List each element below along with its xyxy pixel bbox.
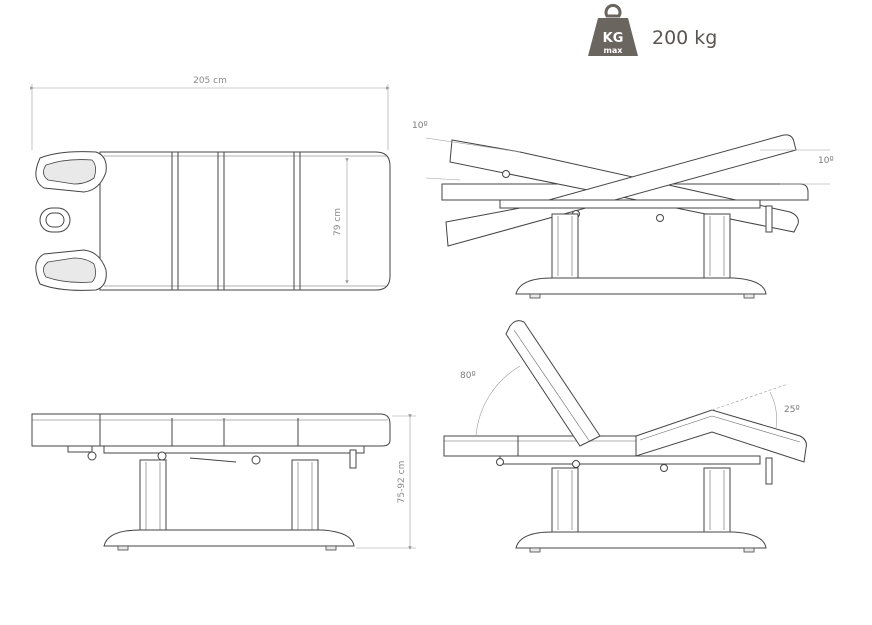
- width-dimension-label: 79 cm: [333, 208, 343, 236]
- weight-unit-label: KG: [603, 31, 624, 46]
- side-view: 75-92 cm: [31, 413, 416, 551]
- tilt-view: 10º 10º: [412, 121, 834, 299]
- top-view: 205 cm 79 cm: [30, 76, 391, 291]
- tilt-angle-right-label: 10º: [818, 156, 834, 166]
- height-dimension-label: 75-92 cm: [397, 461, 407, 504]
- weight-kg-icon: KG max: [588, 3, 638, 56]
- weight-badge: KG max 200 kg: [588, 3, 717, 56]
- weight-capacity: 200 kg: [652, 27, 717, 49]
- leg-angle-label: 25º: [784, 405, 800, 415]
- tilt-angle-left-label: 10º: [412, 121, 428, 131]
- weight-max-label: max: [604, 46, 624, 55]
- backrest-view: 80º 25º: [443, 320, 807, 553]
- backrest-angle-label: 80º: [460, 371, 476, 381]
- length-dimension-label: 205 cm: [193, 76, 227, 86]
